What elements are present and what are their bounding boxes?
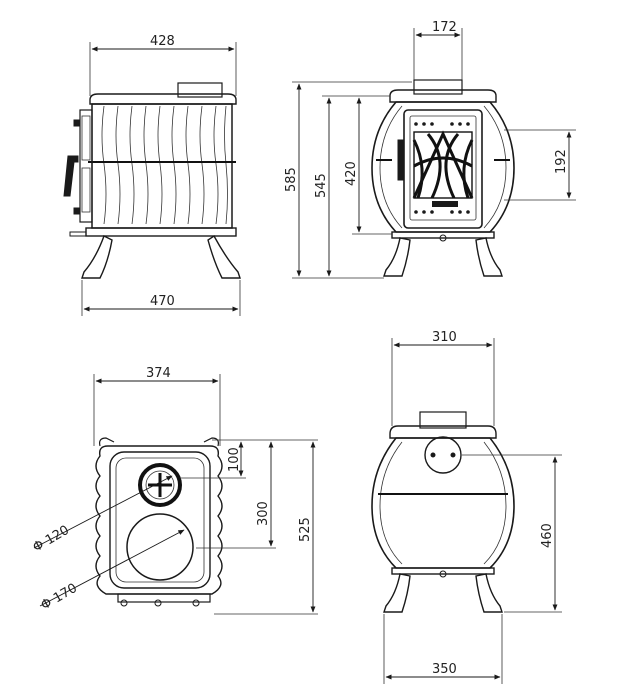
side-leg-left <box>81 235 113 279</box>
dim-rear-leg-span: 350 <box>432 662 457 677</box>
dim-rear-flue-height: 460 <box>540 523 555 548</box>
dim-plan-depth: 525 <box>298 517 313 542</box>
dim-front-door-height: 420 <box>344 161 359 186</box>
dim-side-leg-span: 470 <box>150 294 175 309</box>
front-view: 172 585 545 420 192 <box>284 20 576 279</box>
plan-view: 374 100 300 525 Φ 120 Φ 170 <box>31 366 318 615</box>
plan-flue-outlet <box>138 463 182 507</box>
dim-plan-width: 374 <box>146 366 171 381</box>
door-badge <box>432 201 458 207</box>
side-view: 428 470 <box>63 34 241 316</box>
door-handle-front <box>397 139 405 181</box>
dim-plan-flue-offset: 100 <box>227 447 242 472</box>
dim-side-top-width: 428 <box>150 34 175 49</box>
dim-plan-air-diameter: Φ 170 <box>39 581 80 614</box>
dim-plan-center-spacing: 300 <box>256 501 271 526</box>
dim-front-flue-width: 172 <box>432 20 457 35</box>
side-leg-right <box>207 234 241 279</box>
door-handle <box>63 155 79 197</box>
dim-front-door-inner: 192 <box>554 149 569 174</box>
side-ribs <box>101 105 228 225</box>
dim-front-body-height: 545 <box>314 173 329 198</box>
plan-air-inlet <box>126 513 194 581</box>
door-rivets <box>414 122 470 214</box>
door-lattice <box>412 130 474 199</box>
dim-plan-flue-diameter: Φ 120 <box>31 523 72 556</box>
rear-flue-outlet <box>424 436 462 474</box>
dim-front-total-height: 585 <box>284 167 299 192</box>
dim-rear-top-width: 310 <box>432 330 457 345</box>
rear-view: 310 460 350 <box>371 330 562 684</box>
